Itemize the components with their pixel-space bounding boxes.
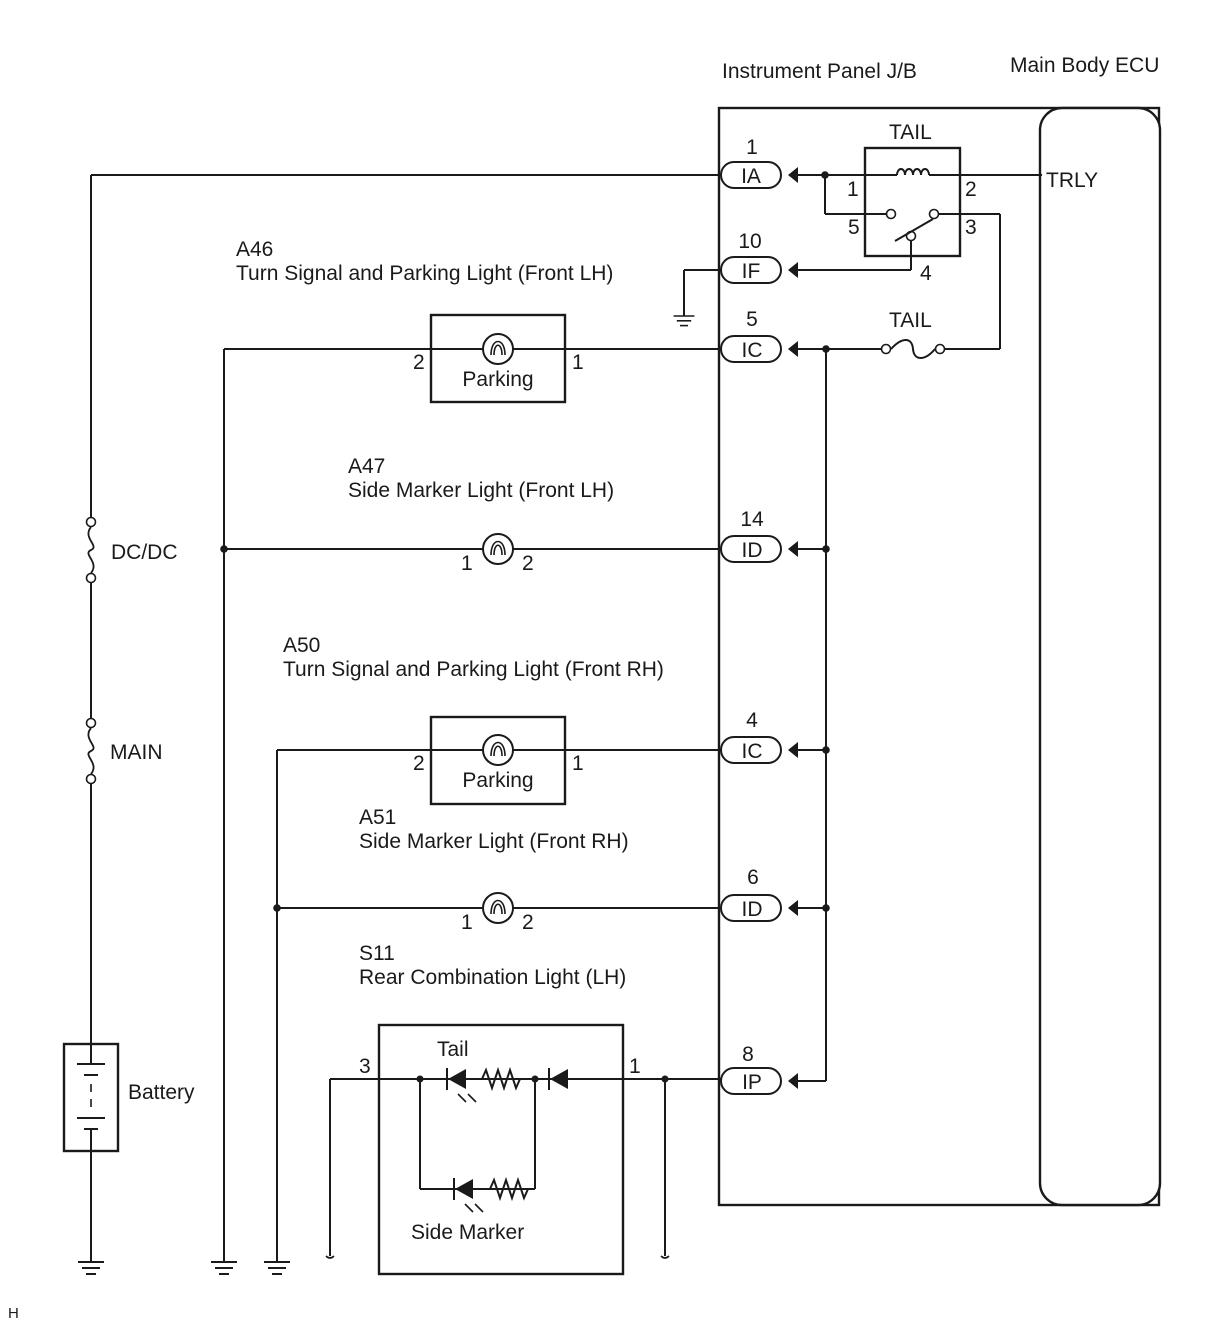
a47-name: Side Marker Light (Front LH) [348,479,614,502]
a47-pin-left: 1 [461,552,473,575]
relay-pin-5: 5 [848,216,860,239]
connector-ia: IA 1 [720,136,798,189]
s11-side-resistor-icon [489,1176,529,1202]
svg-text:IF: IF [742,260,761,283]
s11-tail-label: Tail [437,1038,469,1061]
main-fuse-icon [85,717,97,785]
s11-name: Rear Combination Light (LH) [359,966,626,989]
svg-text:ID: ID [742,539,763,562]
trly-label: TRLY [1046,169,1098,192]
a50-pin-left: 2 [413,752,425,775]
ground-icon [672,315,696,327]
tail-relay-label: TAIL [889,121,932,144]
connector-if: IF 10 [720,230,798,284]
relay-coil-icon [896,168,930,176]
connector-ic-5: IC 5 [720,308,798,363]
svg-text:5: 5 [746,308,758,331]
s11-tail-led-icon [446,1068,477,1103]
a50-parking-box [429,715,567,806]
tail-relay [863,146,962,258]
relay-pin-1: 1 [847,178,859,201]
relay-contact-3 [928,208,940,220]
s11-pin-left: 3 [359,1055,371,1078]
ground-icon [77,1261,105,1275]
a51-pin-left: 1 [461,911,473,934]
ecu-header: Main Body ECU [1010,54,1159,77]
relay-switch-blade [894,218,934,242]
a46-bulb-icon [482,333,514,365]
svg-text:IC: IC [742,740,763,763]
s11-code: S11 [359,942,395,965]
a50-name: Turn Signal and Parking Light (Front RH) [283,658,664,681]
relay-pin-3: 3 [965,216,977,239]
connector-id-6: ID 6 [720,866,798,922]
a47-bulb-icon [482,533,514,565]
a50-inner-label: Parking [462,769,533,792]
relay-contact-5 [885,208,897,220]
a46-inner-label: Parking [462,368,533,391]
svg-text:ID: ID [742,898,763,921]
a47-pin-right: 2 [522,552,534,575]
battery-label: Battery [128,1081,195,1104]
a46-pin-left: 2 [413,351,425,374]
relay-pin-4: 4 [920,262,932,285]
main-fuse-label: MAIN [110,741,163,764]
corner-mark: H [8,1305,19,1322]
tail-fuse-icon [890,339,936,359]
connector-id-14: ID 14 [720,508,798,563]
a46-code: A46 [236,238,273,261]
a50-code: A50 [283,634,320,657]
svg-text:IA: IA [741,165,761,188]
dcdc-fuse-icon [85,516,97,584]
a46-pin-right: 1 [572,351,584,374]
s11-side-marker-led-icon [453,1178,484,1213]
s11-side-marker-label: Side Marker [411,1221,524,1244]
relay-pin-2: 2 [965,178,977,201]
svg-text:8: 8 [742,1043,754,1066]
connector-ip: IP 8 [720,1043,798,1095]
svg-text:14: 14 [740,508,764,531]
connector-ic-4: IC 4 [720,709,798,764]
a51-name: Side Marker Light (Front RH) [359,830,629,853]
dcdc-fuse-label: DC/DC [111,541,178,564]
s11-pin-right: 1 [629,1055,641,1078]
jb-header: Instrument Panel J/B [722,60,917,83]
a51-code: A51 [359,806,396,829]
svg-text:IP: IP [742,1071,762,1094]
s11-box [377,1023,625,1276]
a47-code: A47 [348,455,385,478]
svg-text:IC: IC [742,339,763,362]
ground-icon [263,1261,291,1275]
svg-text:10: 10 [738,230,761,253]
a50-pin-right: 1 [572,752,584,775]
s11-diode-icon [548,1068,568,1090]
a46-name: Turn Signal and Parking Light (Front LH) [236,262,613,285]
svg-text:6: 6 [747,866,759,889]
ground-icon [210,1261,238,1275]
s11-tail-resistor-icon [481,1066,521,1092]
a51-pin-right: 2 [522,911,534,934]
tail-fuse-label: TAIL [889,309,932,332]
svg-text:1: 1 [746,136,758,159]
a51-bulb-icon [482,892,514,924]
a46-parking-box [429,313,567,404]
a50-bulb-icon [482,734,514,766]
svg-text:4: 4 [746,709,758,732]
main-body-ecu-box [1038,106,1162,1207]
